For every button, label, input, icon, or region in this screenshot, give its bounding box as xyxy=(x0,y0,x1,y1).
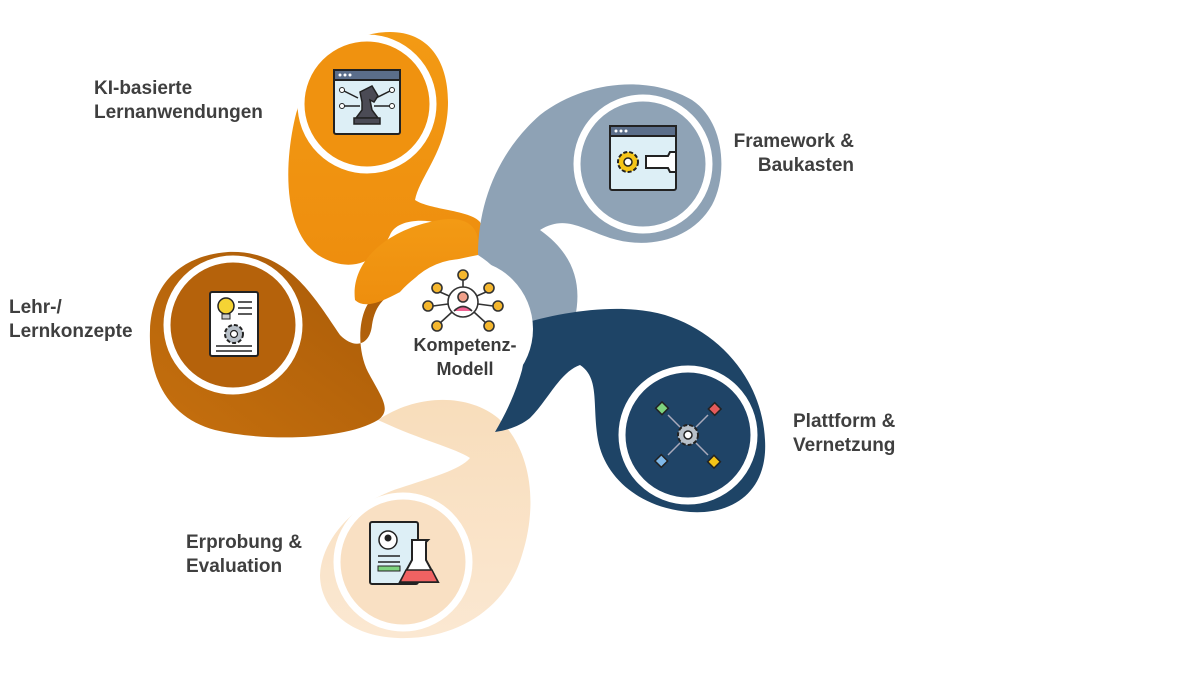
label-framework: Framework & Baukasten xyxy=(720,130,854,178)
document-flask-icon xyxy=(369,521,440,585)
label-plattform-line1: Plattform & xyxy=(793,411,896,432)
center-label-line1: Kompetenz- xyxy=(413,335,517,355)
label-framework-line2: Baukasten xyxy=(757,155,854,176)
label-ki-line1: KI-basierte xyxy=(94,78,193,99)
label-erprobung-line1: Erprobung & xyxy=(186,532,303,553)
network-person-icon xyxy=(422,269,504,332)
center-hub xyxy=(393,259,533,399)
label-ki-line2: Lernanwendungen xyxy=(94,102,263,123)
label-ki: KI-basierte Lernanwendungen xyxy=(94,77,263,125)
network-gears-icon xyxy=(653,400,723,470)
label-plattform-line2: Vernetzung xyxy=(793,435,896,456)
gear-wrench-window-icon xyxy=(609,125,677,191)
label-framework-line1: Framework & xyxy=(733,131,854,152)
label-plattform: Plattform & Vernetzung xyxy=(793,410,895,458)
petal-erprobung xyxy=(320,399,531,639)
petal-plattform xyxy=(495,308,766,513)
center-label-line2: Modell xyxy=(436,359,494,379)
idea-document-icon xyxy=(209,291,259,357)
center-label: Kompetenz- Modell xyxy=(395,333,535,381)
center-circle xyxy=(393,259,533,399)
label-erprobung: Erprobung & Evaluation xyxy=(186,531,302,579)
ai-chess-icon xyxy=(333,69,401,135)
label-lehr-line1: Lehr-/ xyxy=(9,297,62,318)
label-lehr-line2: Lernkonzepte xyxy=(9,321,133,342)
label-lehr: Lehr-/ Lernkonzepte xyxy=(9,296,133,344)
label-erprobung-line2: Evaluation xyxy=(186,556,283,577)
